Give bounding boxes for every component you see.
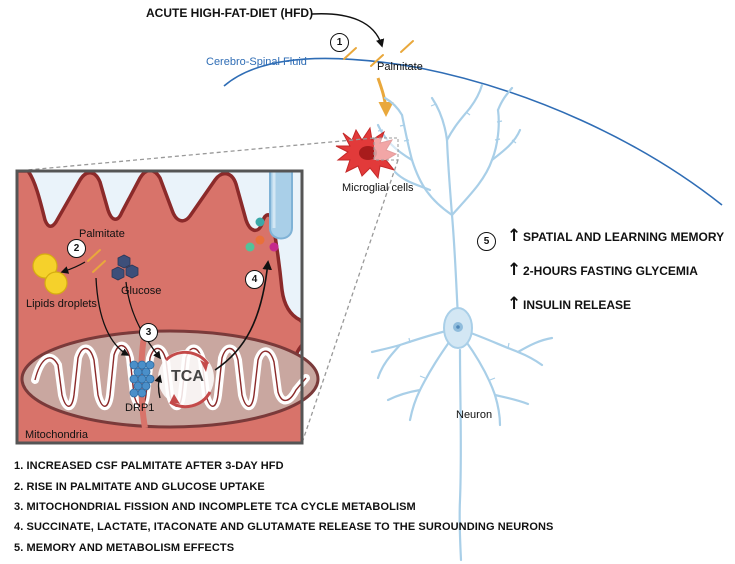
step-number-1: 1 [330,33,349,52]
zoom-line-bottom [301,159,399,444]
step-number-4: 4 [245,270,264,289]
palmitate-to-mito-arrow [95,277,130,356]
palmitate-molecules-inset [87,249,106,273]
effect-memory: SPATIAL AND LEARNING MEMORY [523,230,725,244]
palmitate-to-lipids-arrow [60,261,86,274]
glucose-label: Glucose [121,285,162,297]
legend-item-4: 4. SUCCINATE, LACTATE, ITACONATE AND GLU… [14,521,554,533]
csf-boundary-line [223,57,723,206]
palmitate-inset-label: Palmitate [79,228,125,240]
zoom-line-top [16,137,375,172]
effect-glycemia: 2-HOURS FASTING GLYCEMIA [523,264,698,278]
step-number-5: 5 [477,232,496,251]
tca-up-arrow [154,374,163,399]
microglial-cell [335,126,399,180]
metabolites [245,217,279,252]
inset-frame [15,169,304,445]
diagram-title: ACUTE HIGH-FAT-DIET (HFD) [146,6,314,20]
drp1-label: DRP1 [125,402,155,414]
csf-label: Cerebro-Spinal Fluid [206,56,307,68]
effect-arrow-3: ↑ [507,294,522,314]
palmitate-top-label: Palmitate [377,61,423,73]
effect-insulin: INSULIN RELEASE [523,298,632,312]
neuron-label: Neuron [456,409,493,421]
legend-item-5: 5. MEMORY AND METABOLISM EFFECTS [14,542,235,554]
tca-cycle [158,350,214,409]
lipid-droplets [32,253,68,295]
effect-arrow-1: ↑ [507,226,522,246]
tca-label: TCA [171,368,204,385]
glucose-molecules [111,254,139,281]
legend-item-3: 3. MITOCHONDRIAL FISSION AND INCOMPLETE … [14,501,416,513]
effect-arrow-2: ↑ [507,260,522,280]
legend-item-1: 1. INCREASED CSF PALMITATE AFTER 3-DAY H… [14,460,284,472]
drp1-cluster [129,360,155,398]
neuron [370,83,554,562]
legend-item-2: 2. RISE IN PALMITATE AND GLUCOSE UPTAKE [14,481,265,493]
step-number-3: 3 [139,323,158,342]
hfd-arrow [311,13,385,48]
release-arrow [214,260,272,371]
palmitate-to-microglia-arrow [376,77,394,117]
mitochondria-label: Mitochondria [25,429,88,441]
step-number-2: 2 [67,239,86,258]
neuron-spines [377,103,517,381]
palmitate-molecules-top [343,40,414,67]
lipids-label: Lipids droplets [26,298,97,310]
neuron-nucleolus [456,325,460,329]
microglia-label: Microglial cells [342,182,414,194]
